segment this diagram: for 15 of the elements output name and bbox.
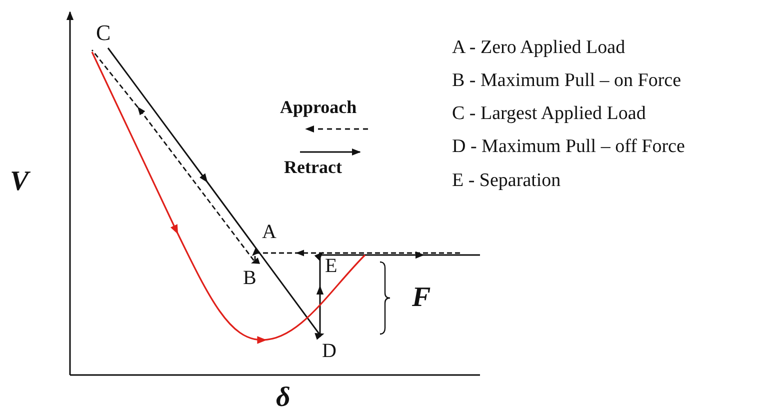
- point-label: A: [262, 222, 276, 242]
- key-text: C - Largest Applied Load: [452, 104, 646, 123]
- key-text: D - Maximum Pull – off Force: [452, 137, 685, 156]
- key-text: B - Maximum Pull – on Force: [452, 71, 682, 90]
- point-label: B: [243, 268, 256, 288]
- axis-label: V: [10, 168, 29, 196]
- force-label: F: [412, 284, 431, 312]
- key-text: A - Zero Applied Load: [452, 38, 626, 57]
- axis-label: δ: [276, 384, 290, 412]
- key-text: E - Separation: [452, 171, 561, 190]
- legend-text: Approach: [280, 98, 357, 116]
- point-label: C: [96, 22, 111, 44]
- point-label: D: [322, 341, 336, 361]
- point-label: E: [325, 256, 338, 276]
- legend-text: Retract: [284, 158, 342, 176]
